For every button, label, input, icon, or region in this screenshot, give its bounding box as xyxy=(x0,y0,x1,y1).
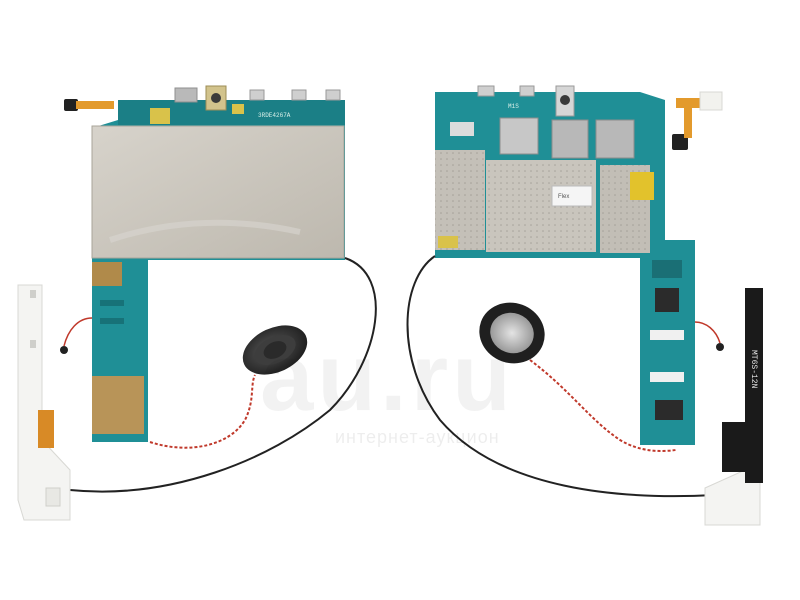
right-sd-slot xyxy=(499,117,539,155)
left-antenna-flex xyxy=(38,410,54,448)
left-antenna-cable xyxy=(69,257,377,493)
left-usb-port xyxy=(174,87,198,103)
left-board-serial: 3RDE4267A xyxy=(258,112,291,119)
left-antenna-holder xyxy=(17,284,93,521)
left-mainboard: 3RDE4267A xyxy=(64,85,345,442)
right-speaker xyxy=(479,302,545,364)
left-foil-pad-1 xyxy=(92,262,122,286)
right-antenna-label: MT6S-12N xyxy=(749,350,758,389)
right-sim-slot-1 xyxy=(551,119,589,159)
right-board-model: M1S xyxy=(508,103,519,110)
right-sticker xyxy=(551,185,593,207)
right-camera-flex xyxy=(676,98,710,108)
left-speaker xyxy=(242,325,308,375)
left-side-button-2 xyxy=(291,89,307,101)
left-camera-flex xyxy=(76,101,114,109)
left-camera-module xyxy=(64,99,78,111)
left-foil-pad-2 xyxy=(92,376,144,434)
left-thermal-shield xyxy=(92,126,344,258)
right-antenna-holder: MT6S-12N xyxy=(694,288,763,526)
left-side-button-1 xyxy=(249,89,265,101)
left-speaker-wire xyxy=(149,374,256,449)
left-microphone xyxy=(60,346,68,354)
watermark-tagline: интернет-аукцион xyxy=(335,427,500,447)
right-microphone xyxy=(716,343,724,351)
right-sim-slot-2 xyxy=(595,119,635,159)
right-antenna-cable xyxy=(406,255,716,498)
right-speaker-wire xyxy=(529,359,677,452)
watermark-domain: au.ru xyxy=(260,324,515,431)
right-mainboard: M1S Flex xyxy=(435,85,723,445)
right-sticker-text: Flex xyxy=(558,194,569,200)
right-top-connector xyxy=(477,85,495,97)
left-side-button-3 xyxy=(325,89,341,101)
